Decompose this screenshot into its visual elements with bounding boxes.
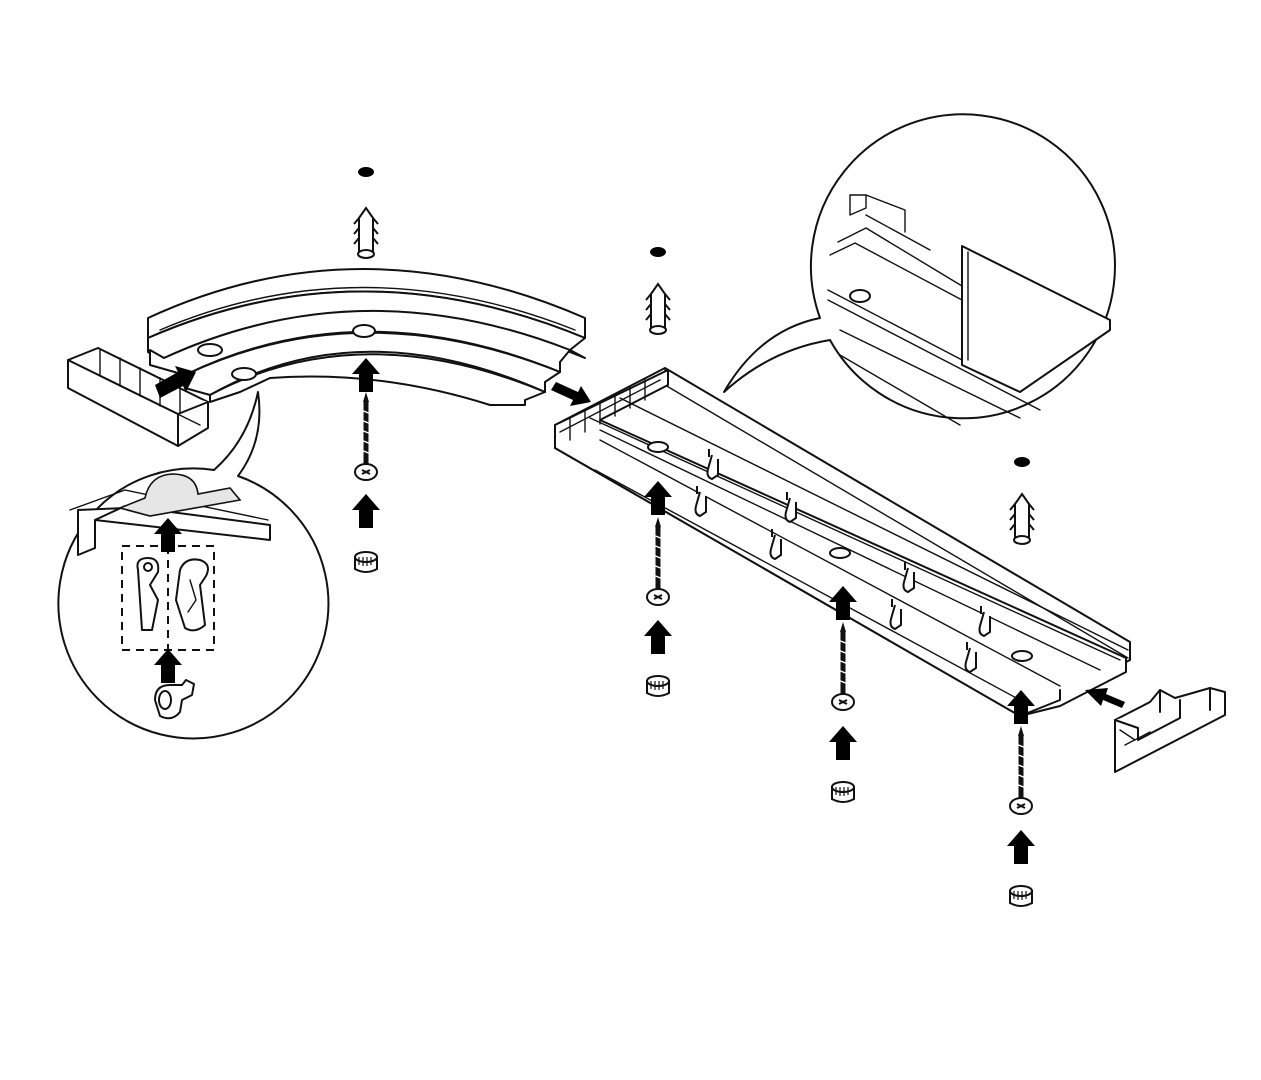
screw-cap-icon <box>831 781 855 803</box>
drill-hole-icon <box>1014 457 1030 467</box>
rail-profile-detail-callout <box>723 113 1116 426</box>
right-end-cap <box>1114 687 1226 773</box>
up-arrow-icon <box>829 726 857 760</box>
left-end-cap <box>67 347 209 447</box>
drill-hole-icon <box>650 247 666 257</box>
up-arrow-icon <box>155 366 196 398</box>
curved-rail-section <box>147 268 586 406</box>
up-arrow-icon <box>644 620 672 654</box>
screw-cap-icon <box>354 551 378 573</box>
wall-plug-icon <box>353 207 379 259</box>
screw-cap-icon <box>1009 885 1033 907</box>
up-arrow-icon <box>352 494 380 528</box>
up-arrow-icon <box>1007 830 1035 864</box>
screw-icon <box>1010 726 1032 814</box>
screw-cap-icon <box>646 675 670 697</box>
screw-icon <box>355 392 377 480</box>
wall-plug-icon <box>1009 493 1035 545</box>
up-arrow-icon <box>551 382 591 406</box>
drill-hole-icon <box>358 167 374 177</box>
up-arrow-icon <box>1085 688 1125 708</box>
screw-icon <box>832 622 854 710</box>
wall-plug-icon <box>645 283 671 335</box>
glider-detail-callout <box>57 391 330 740</box>
straight-rail-section <box>554 367 1131 717</box>
screw-icon <box>647 517 669 605</box>
